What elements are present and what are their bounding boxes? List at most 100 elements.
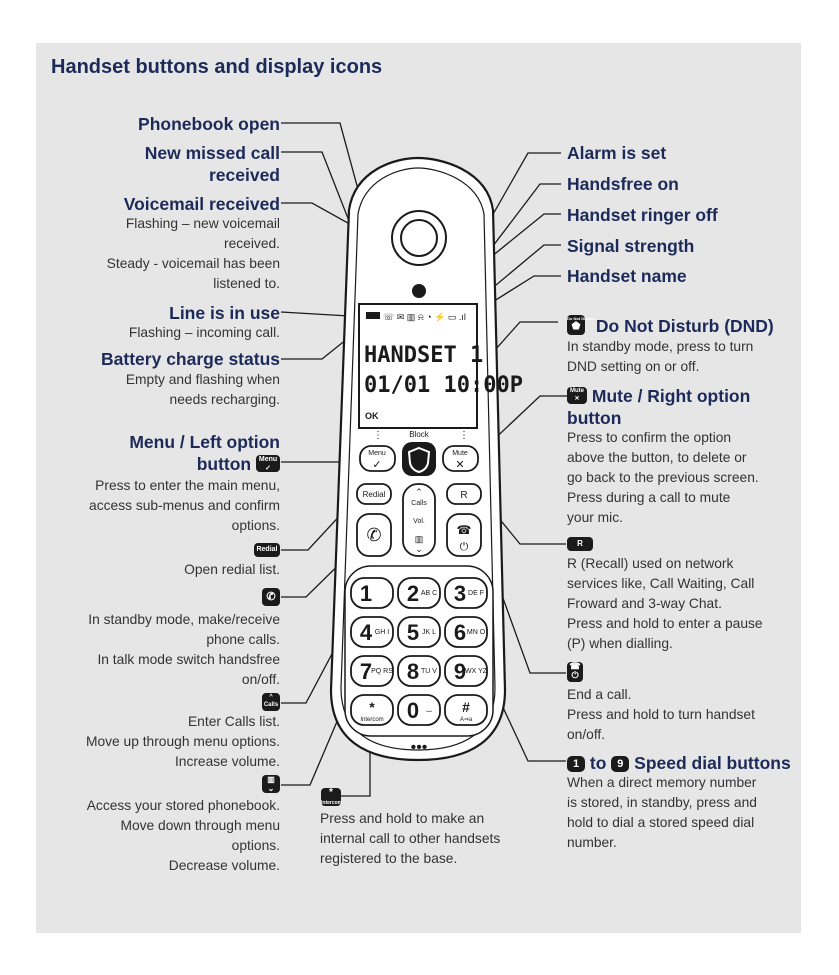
battery-description: Empty and flashing when needs recharging…	[60, 370, 280, 410]
status-icons-row: ☏ ✉ ▥ ⍾ ◔ ⚡ ▭ .ıl	[383, 311, 466, 323]
menu-left-heading-line-2: button Menu✓	[60, 453, 280, 475]
intercom-description: Press and hold to make an internal call …	[320, 809, 560, 869]
key-outline	[350, 616, 394, 648]
key-digit: 6	[454, 620, 466, 645]
mute-button[interactable]: Mute ✕	[442, 445, 479, 472]
end-desc-line: on/off.	[567, 727, 606, 742]
recall-label: R	[460, 490, 467, 501]
key-10[interactable]: *Intercom	[350, 694, 394, 726]
redial-button-icon: Redial	[254, 543, 280, 557]
line-in-use-description: Flashing – incoming call.	[128, 325, 280, 340]
mute-heading-line-1: Mute✕ Mute / Right option	[567, 385, 750, 407]
key-digit: 4	[360, 620, 373, 645]
block-label: Block	[409, 430, 430, 439]
menu-left-desc-line: access sub-menus and confirm	[89, 498, 280, 513]
recall-button[interactable]: R	[446, 483, 482, 505]
mute-button-icon: Mute✕	[567, 386, 587, 404]
key-9[interactable]: 9WX YZ	[444, 655, 488, 687]
key-letters: TU V	[421, 668, 437, 675]
new-missed-call-line-2: received	[208, 165, 280, 185]
chevron-up-icon: ⌃	[415, 487, 423, 497]
voicemail-desc-line: Steady - voicemail has been	[106, 256, 280, 271]
key-9-icon: 9	[611, 756, 630, 773]
voicemail-desc-line: received.	[224, 236, 280, 251]
key-outline	[444, 616, 488, 648]
key-11[interactable]: 0⌴	[397, 694, 441, 726]
x-icon: ✕	[455, 459, 464, 471]
handset-inner-edge	[340, 167, 496, 751]
shield-icon	[407, 446, 431, 474]
recall-desc-line: R (Recall) used on network	[567, 556, 734, 571]
dnd-heading-text: Do Not Disturb (DND)	[595, 316, 774, 336]
key-outline	[350, 655, 394, 687]
block-button[interactable]	[402, 442, 436, 476]
end-desc-line: Press and hold to turn handset	[567, 707, 755, 722]
recall-desc-line: (P) when dialling.	[567, 636, 673, 651]
dnd-button-icon: Do Not Disturb⬟	[567, 315, 595, 336]
talk-desc-line: In standby mode, make/receive	[88, 612, 280, 627]
mute-label: Mute	[452, 450, 468, 457]
screen-ok-softkey: OK	[365, 411, 379, 421]
more-dots-icon: •••	[411, 739, 428, 756]
recall-desc-line: Froward and 3-way Chat.	[567, 596, 722, 611]
key-12[interactable]: #A⇒a	[444, 694, 488, 726]
key-letters: Intercom	[360, 717, 383, 723]
key-letters: AB C	[421, 590, 437, 597]
phonebook-open-label: Phonebook open	[138, 114, 280, 134]
ringer-off-label: Handset ringer off	[567, 205, 718, 225]
menu-left-desc-line: options.	[231, 518, 280, 533]
key-letters: MN O	[467, 629, 486, 636]
mute-chip-label: Mute	[570, 387, 584, 394]
hangup-icon: ☎	[457, 523, 472, 537]
redial-button[interactable]: Redial	[356, 483, 392, 505]
recall-description: R (Recall) used on network services like…	[567, 554, 763, 654]
menu-button[interactable]: Menu ✓	[359, 445, 396, 472]
talk-button[interactable]: ✆	[356, 513, 392, 557]
mute-description: Press to confirm the option above the bu…	[567, 428, 759, 528]
mute-heading-line-2: button	[567, 408, 622, 428]
key-outline	[397, 577, 441, 609]
talk-description: In standby mode, make/receive phone call…	[40, 610, 280, 690]
mute-desc-line: your mic.	[567, 510, 623, 525]
key-outline	[350, 694, 394, 726]
menu-left-desc-line: Press to enter the main menu,	[95, 478, 280, 493]
battery-heading: Battery charge status	[101, 349, 280, 369]
nav-key[interactable]: ⌃ Calls Vol. ▥ ⌄	[402, 483, 436, 557]
earpiece-inner	[400, 219, 438, 257]
recall-desc-line: Press and hold to enter a pause	[567, 616, 763, 631]
talk-button-icon: ✆	[262, 588, 280, 606]
speed-dial-description: When a direct memory number is stored, i…	[567, 773, 757, 853]
end-call-button[interactable]: ☎ ⏻	[446, 513, 482, 557]
key-outline	[397, 694, 441, 726]
leader-speed-dial	[492, 685, 566, 762]
calls-desc-line: Move up through menu options.	[85, 734, 280, 749]
screen-handset-name: HANDSET 1	[364, 343, 483, 368]
end-call-button-icon: ☎⏻	[567, 662, 583, 682]
intercom-desc-line: registered to the base.	[320, 851, 458, 866]
key-digit: 3	[454, 581, 466, 606]
speed-dial-heading-text: Speed dial buttons	[634, 753, 791, 773]
menu-button-icon: Menu✓	[256, 454, 280, 472]
key-7[interactable]: 7PQ RS	[350, 655, 394, 687]
vol-label: Vol.	[413, 518, 425, 525]
line-in-use-heading: Line is in use	[169, 303, 280, 323]
key-digit: 5	[407, 620, 419, 645]
phonebook-icon: ▥	[415, 534, 424, 544]
battery-desc-line: needs recharging.	[169, 392, 280, 407]
key-1[interactable]: 1	[350, 577, 394, 609]
key-outline	[444, 577, 488, 609]
calls-button-icon: ^Calls	[262, 693, 280, 711]
intercom-desc-line: internal call to other handsets	[320, 831, 501, 846]
key-digit: 7	[360, 659, 372, 684]
display-screen	[358, 303, 478, 429]
menu-label: Menu	[368, 450, 386, 457]
phonebook-desc-line: Move down through menu	[120, 818, 280, 833]
mute-heading: Mute✕ Mute / Right option button	[567, 385, 750, 429]
